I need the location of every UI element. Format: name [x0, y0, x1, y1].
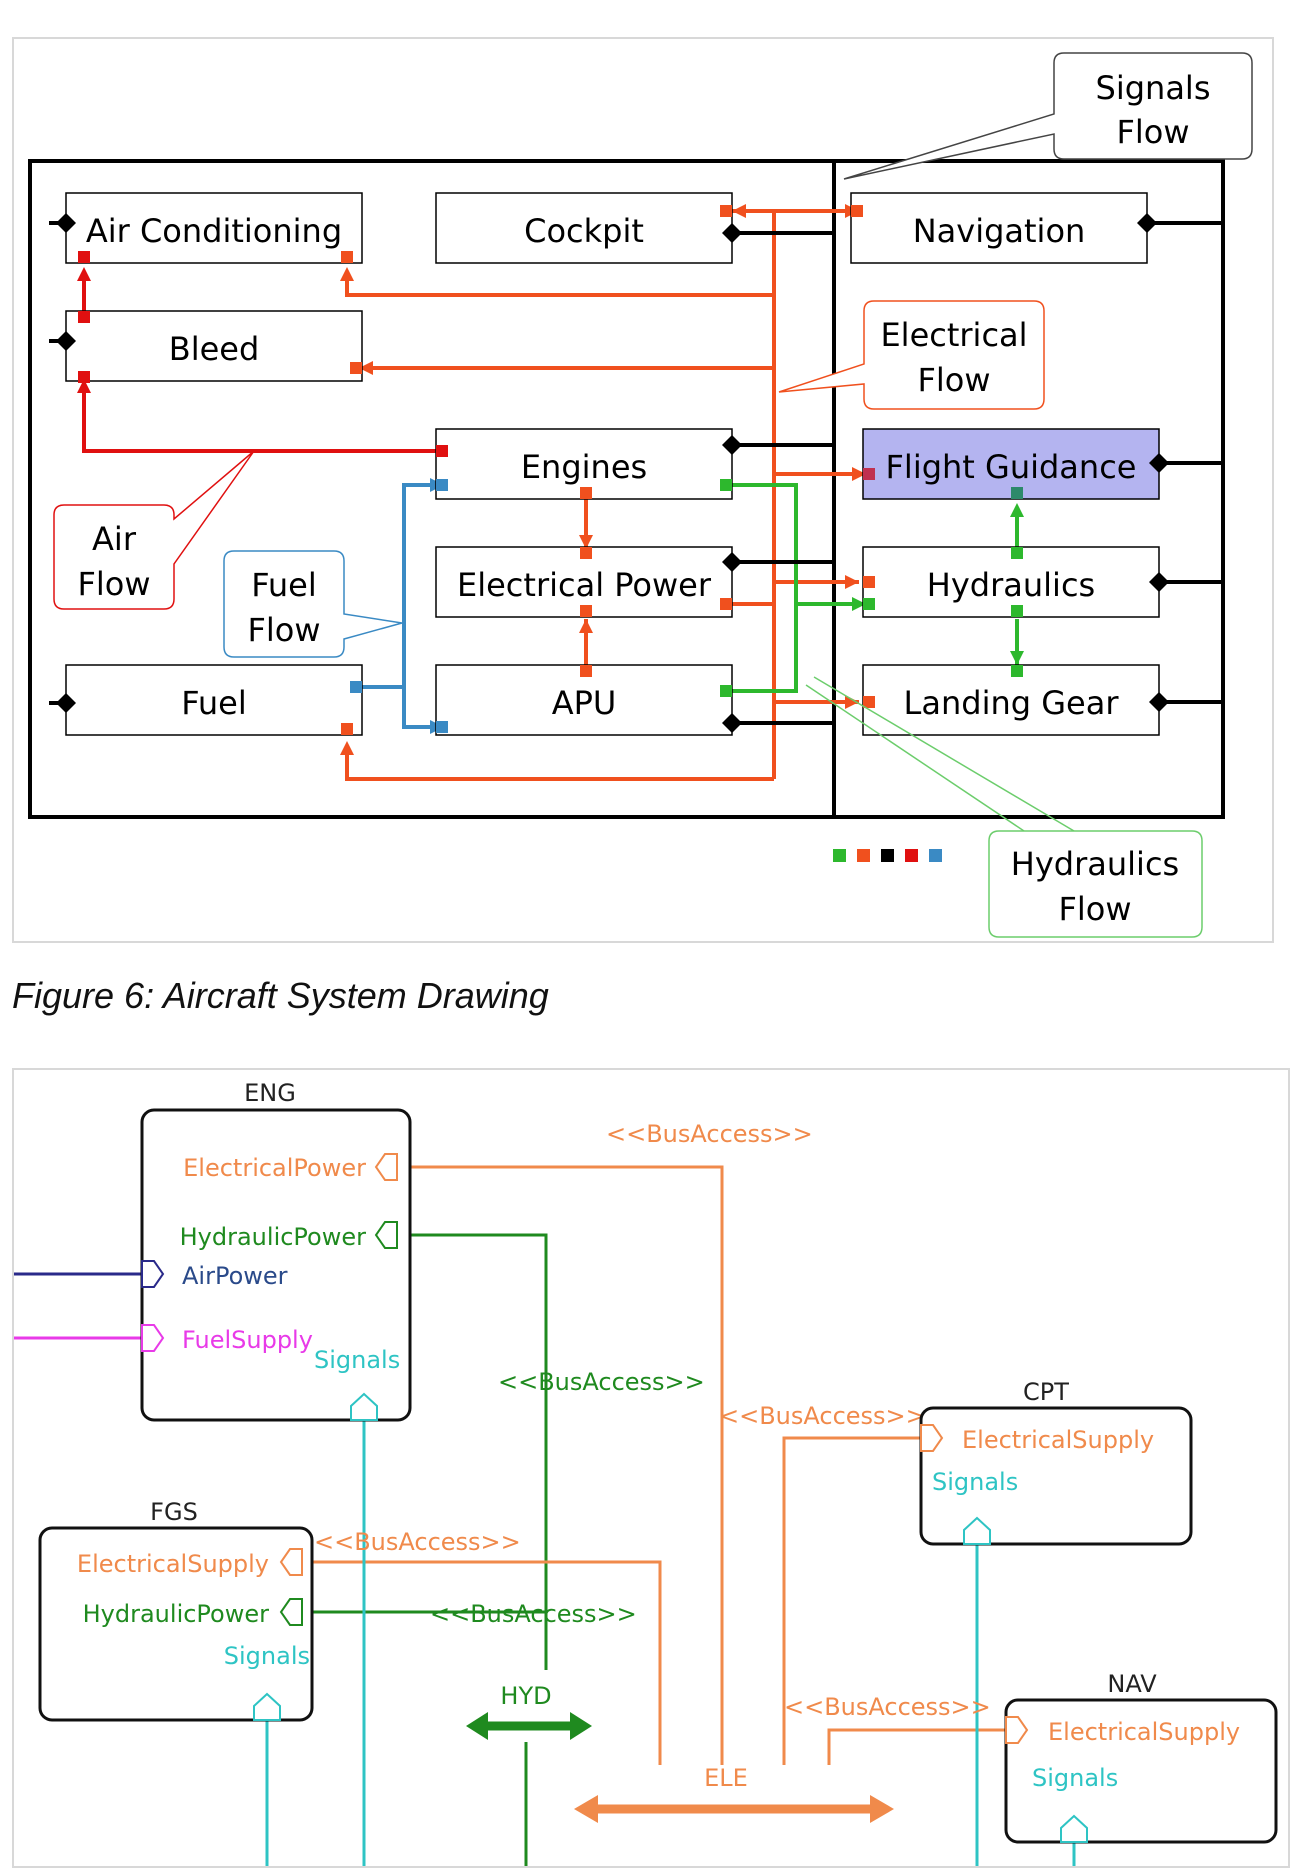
port-fuel-supply: FuelSupply — [182, 1326, 313, 1354]
aircraft-system-figure: Air Conditioning Cockpit Navigation Blee… — [12, 37, 1274, 943]
callout-electrical-flow: Electrical Flow — [778, 300, 1045, 410]
callout-electrical-flow-line2: Flow — [917, 361, 990, 399]
signal-port-icon — [1060, 1814, 1088, 1843]
block-apu-label: APU — [552, 684, 617, 722]
port-in-icon — [279, 1548, 303, 1576]
bus-ele: ELE — [574, 1764, 894, 1823]
signal-ports — [56, 213, 1169, 733]
callout-signals-flow-line1: Signals — [1096, 69, 1211, 107]
block-nav: NAV ElectricalSupply Signals — [1004, 1670, 1278, 1844]
bus-access-labels: <<BusAccess>> <<BusAccess>> <<BusAccess>… — [314, 1120, 991, 1721]
flow-ports — [78, 205, 1023, 735]
port-hydraulic-power: HydraulicPower — [180, 1223, 366, 1251]
signals-flow-lines — [49, 221, 1223, 725]
block-fuel — [65, 664, 363, 736]
block-eng-title: ENG — [244, 1079, 296, 1107]
port-in-icon — [374, 1221, 398, 1249]
callout-air-flow-line1: Air — [92, 520, 137, 558]
callout-hydraulics-flow: Hydraulics Flow — [805, 676, 1203, 938]
callout-electrical-flow-line1: Electrical — [880, 316, 1027, 354]
callout-fuel-flow-line1: Fuel — [251, 566, 317, 604]
figure-caption: Figure 6: Aircraft System Drawing — [12, 975, 549, 1016]
port-out-icon — [1005, 1716, 1029, 1744]
port-signals: Signals — [932, 1468, 1018, 1496]
signal-port-icon — [963, 1516, 991, 1545]
bus-access-label: <<BusAccess>> — [498, 1368, 705, 1396]
block-fgs-title: FGS — [150, 1498, 198, 1526]
bus-access-label: <<BusAccess>> — [314, 1528, 521, 1556]
block-engines-label: Engines — [521, 448, 647, 486]
block-cockpit-label: Cockpit — [524, 212, 644, 250]
port-out-icon — [141, 1324, 165, 1352]
port-signals: Signals — [314, 1346, 400, 1374]
bus-access-label: <<BusAccess>> — [719, 1402, 926, 1430]
block-electrical-power-label: Electrical Power — [457, 566, 712, 604]
port-air-power: AirPower — [182, 1262, 288, 1290]
block-fuel-label: Fuel — [181, 684, 247, 722]
block-cpt-title: CPT — [1023, 1378, 1069, 1406]
bus-ele-label: ELE — [704, 1764, 748, 1792]
block-air-conditioning — [65, 192, 363, 264]
block-bleed-label: Bleed — [169, 330, 260, 368]
bus-hyd-label: HYD — [500, 1682, 551, 1710]
system-ports-figure: HYD ELE <<BusAccess>> <<BusAccess>> <<Bu… — [12, 1068, 1290, 1868]
callout-fuel-flow: Fuel Flow — [223, 550, 403, 658]
signal-port-icon — [350, 1392, 378, 1421]
port-hydraulic-power: HydraulicPower — [83, 1600, 269, 1628]
port-electrical-supply: ElectricalSupply — [1048, 1718, 1240, 1746]
right-subsystem-frame — [832, 159, 1225, 819]
block-navigation — [850, 192, 1148, 264]
port-electrical-power: ElectricalPower — [183, 1154, 366, 1182]
block-flight-guidance-label: Flight Guidance — [886, 448, 1137, 486]
bus-hyd: HYD — [466, 1682, 592, 1740]
bus-access-label: <<BusAccess>> — [430, 1600, 637, 1628]
callout-signals-flow: Signals Flow — [843, 52, 1253, 180]
block-fgs: FGS ElectricalSupply HydraulicPower Sign… — [38, 1498, 314, 1722]
port-out-icon — [920, 1424, 944, 1452]
callout-hydraulics-flow-line1: Hydraulics — [1011, 845, 1179, 883]
block-eng: ENG ElectricalPower HydraulicPower AirPo… — [140, 1079, 412, 1422]
block-navigation-label: Navigation — [913, 212, 1086, 250]
callout-air-flow: Air Flow — [53, 450, 255, 610]
callout-signals-flow-line2: Flow — [1116, 113, 1189, 151]
fuel-flow-lines — [359, 483, 444, 729]
port-electrical-supply: ElectricalSupply — [77, 1550, 269, 1578]
bus-access-label: <<BusAccess>> — [784, 1693, 991, 1721]
legend-color-swatches — [833, 849, 942, 862]
port-out-icon — [141, 1260, 165, 1288]
port-signals: Signals — [224, 1642, 310, 1670]
block-cockpit — [435, 192, 733, 264]
port-signals: Signals — [1032, 1764, 1118, 1792]
block-nav-title: NAV — [1107, 1670, 1157, 1698]
block-cpt: CPT ElectricalSupply Signals — [919, 1378, 1193, 1546]
callout-air-flow-line2: Flow — [77, 565, 150, 603]
port-electrical-supply: ElectricalSupply — [962, 1426, 1154, 1454]
port-in-icon — [279, 1598, 303, 1626]
block-air-conditioning-label: Air Conditioning — [86, 212, 342, 250]
block-landing-gear-label: Landing Gear — [904, 684, 1120, 722]
port-in-icon — [374, 1153, 398, 1181]
figure2-connections — [14, 1165, 1076, 1866]
callout-hydraulics-flow-line2: Flow — [1058, 890, 1131, 928]
signal-port-icon — [253, 1692, 281, 1721]
callout-fuel-flow-line2: Flow — [247, 611, 320, 649]
block-hydraulics-label: Hydraulics — [927, 566, 1095, 604]
bus-access-label: <<BusAccess>> — [606, 1120, 813, 1148]
